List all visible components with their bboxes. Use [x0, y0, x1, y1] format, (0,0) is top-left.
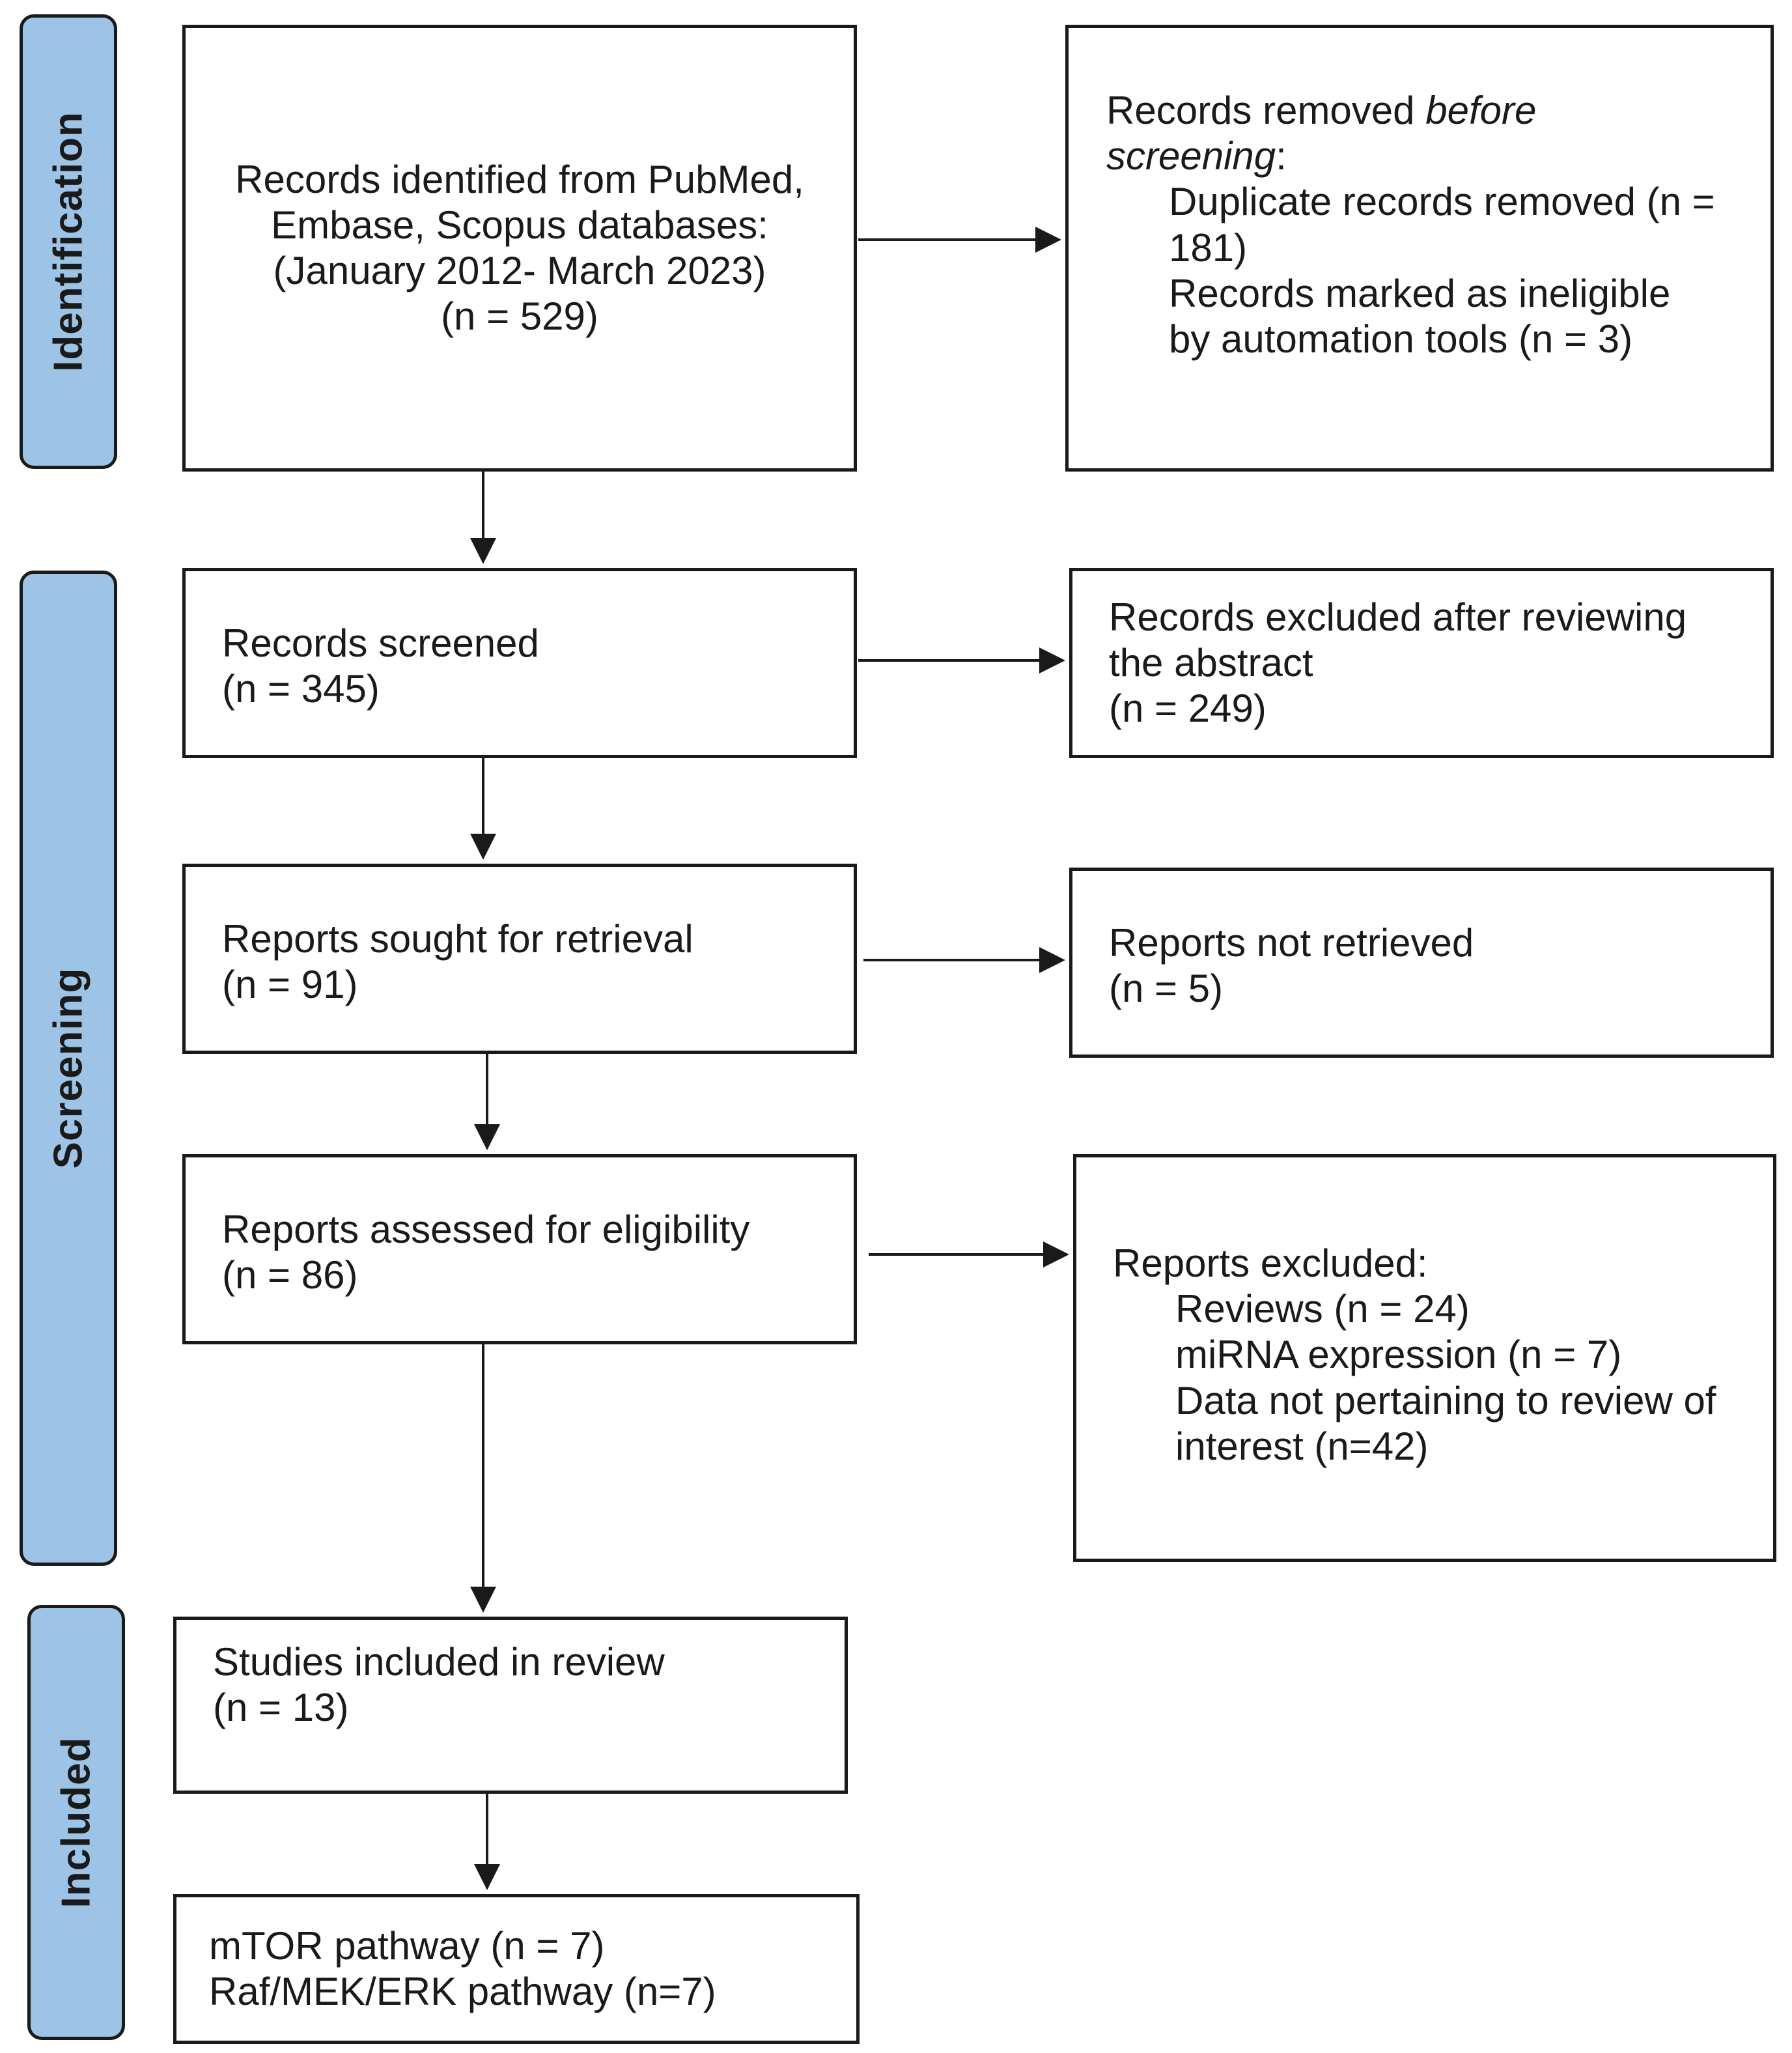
ineligible-records-line1: Records marked as ineligible [1169, 271, 1671, 315]
ineligible-records-line2: by automation tools (n = 3) [1169, 317, 1633, 361]
records-removed-box: Records removed before screening: Duplic… [1065, 25, 1774, 472]
excluded-data-line1: Data not pertaining to review of [1175, 1378, 1716, 1423]
records-screened-label: Records screened [222, 621, 539, 665]
records-screened-box: Records screened (n = 345) [182, 568, 857, 758]
records-excluded-line2: the abstract [1109, 641, 1313, 685]
studies-included-box: Studies included in review (n = 13) [173, 1617, 848, 1794]
duplicate-records-line1: Duplicate records removed (n = [1169, 180, 1715, 224]
reports-not-retrieved-label: Reports not retrieved [1109, 921, 1474, 965]
records-screened-count: (n = 345) [222, 667, 380, 711]
phase-screening: Screening [20, 571, 117, 1566]
pathways-box: mTOR pathway (n = 7) Raf/MEK/ERK pathway… [173, 1894, 860, 2044]
reports-sought-box: Reports sought for retrieval (n = 91) [182, 864, 857, 1054]
reports-excluded-box: Reports excluded: Reviews (n = 24) miRNA… [1073, 1154, 1776, 1562]
records-identified-line3: (January 2012- March 2023) [273, 249, 766, 292]
reports-sought-label: Reports sought for retrieval [222, 917, 693, 961]
phase-screening-label: Screening [46, 967, 91, 1169]
raf-mek-erk-pathway: Raf/MEK/ERK pathway (n=7) [209, 1970, 716, 2014]
records-identified-line1: Records identified from PubMed, [235, 157, 804, 201]
records-identified-box: Records identified from PubMed, Embase, … [182, 25, 857, 472]
duplicate-records-line2: 181) [1169, 225, 1248, 270]
reports-assessed-box: Reports assessed for eligibility (n = 86… [182, 1154, 857, 1344]
mtor-pathway: mTOR pathway (n = 7) [209, 1924, 605, 1968]
studies-included-count: (n = 13) [213, 1686, 349, 1730]
records-removed-heading: Records removed before [1106, 89, 1537, 132]
phase-identification-label: Identification [46, 111, 91, 372]
records-excluded-count: (n = 249) [1109, 687, 1267, 731]
records-excluded-abstract-box: Records excluded after reviewing the abs… [1069, 568, 1774, 758]
records-identified-count: (n = 529) [441, 294, 598, 339]
studies-included-label: Studies included in review [213, 1640, 665, 1684]
excluded-data-line2: interest (n=42) [1175, 1424, 1429, 1468]
records-identified-line2: Embase, Scopus databases: [271, 203, 768, 247]
reports-assessed-label: Reports assessed for eligibility [222, 1208, 750, 1251]
records-excluded-line1: Records excluded after reviewing [1109, 595, 1687, 639]
reports-assessed-count: (n = 86) [222, 1253, 358, 1297]
reports-not-retrieved-count: (n = 5) [1109, 967, 1224, 1011]
reports-not-retrieved-box: Reports not retrieved (n = 5) [1069, 868, 1774, 1058]
excluded-reviews: Reviews (n = 24) [1175, 1287, 1470, 1331]
reports-sought-count: (n = 91) [222, 963, 358, 1007]
phase-included-label: Included [53, 1736, 99, 1908]
phase-identification: Identification [20, 14, 117, 469]
excluded-mirna: miRNA expression (n = 7) [1175, 1333, 1622, 1377]
reports-excluded-heading: Reports excluded: [1113, 1241, 1428, 1285]
phase-included: Included [27, 1605, 125, 2040]
